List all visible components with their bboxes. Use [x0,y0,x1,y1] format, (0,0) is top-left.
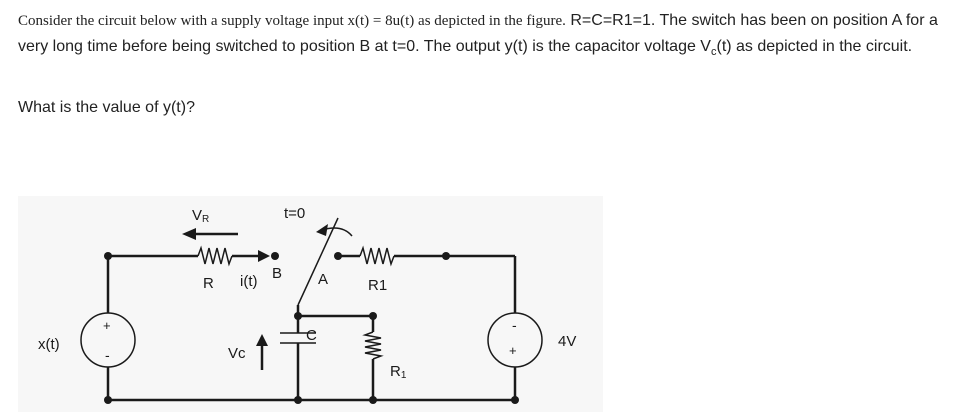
resistor-r1-top [359,245,395,267]
junction-cap-top [294,312,302,320]
label-r1-bottom: R1 [390,363,407,381]
label-xt: x(t) [38,336,60,353]
circuit-diagram: VR t=0 R i(t) B A R1 C Vc R1 x(t) + - - … [18,196,603,412]
label-vc: Vc [228,345,246,362]
label-b: B [272,265,282,282]
label-source-x-plus: + [103,318,111,333]
current-arrow-head [258,250,270,262]
question-part1: R=C=R1=1. The switch has been on positio… [18,12,938,55]
junction-bottom-cap [294,396,302,404]
junction-top-left [104,252,112,260]
circuit-background [18,196,603,412]
vc-arrow-head [256,334,268,346]
junction-bottom-right [511,396,519,404]
label-t0: t=0 [284,205,305,222]
voltage-source-x [80,312,136,368]
question-ask: What is the value of y(t)? [18,99,195,116]
label-source-4v-plus: + [509,343,517,358]
label-source-x-minus: - [105,347,110,363]
switch-arrow-head [316,224,328,236]
vr-arrow-head [182,228,196,240]
resistor-r1-bottom [362,331,384,360]
question-text: Consider the circuit below with a supply… [18,8,948,65]
label-vr: VR [192,207,209,225]
label-c: C [306,327,317,344]
question-subscript-c: c [710,46,717,59]
label-current: i(t) [240,273,258,290]
resistor-r [197,245,233,267]
junction-top-right [442,252,450,260]
junction-bottom-left [104,396,112,404]
switch-blade [297,217,339,306]
label-r: R [203,275,214,292]
question-part2: (t) as depicted in the circuit. [716,38,913,55]
label-r1-top: R1 [368,277,387,294]
question-serif-part: Consider the circuit below with a supply… [18,13,566,29]
label-source-4v-minus: - [512,317,517,333]
label-a: A [318,271,328,288]
terminal-b [271,252,279,260]
voltage-source-4v [487,312,543,368]
terminal-a [334,252,342,260]
junction-bottom-r1 [369,396,377,404]
junction-r1-top [369,312,377,320]
label-4v: 4V [558,333,576,350]
